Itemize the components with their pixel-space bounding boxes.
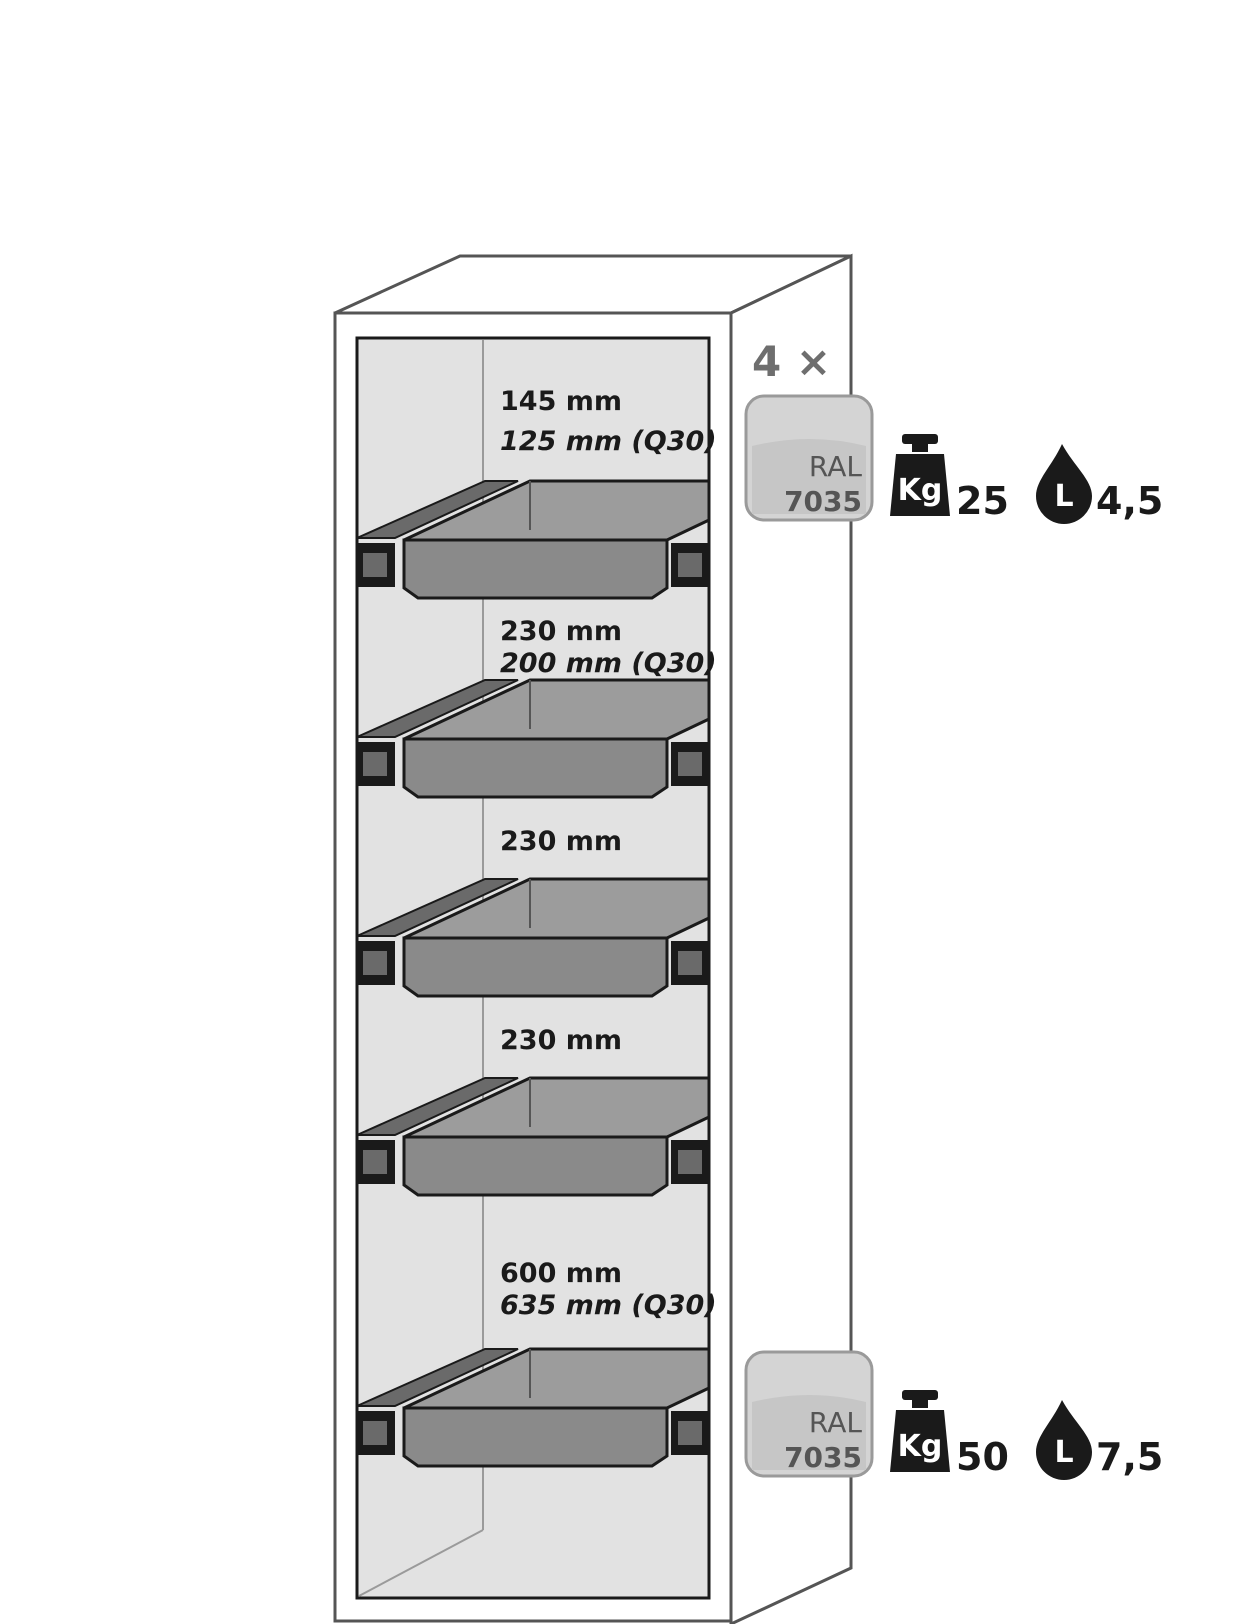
runner-right-inner [676, 551, 704, 579]
drawer-tray[interactable] [356, 1347, 711, 1468]
tray-front [402, 936, 669, 998]
tray-front [402, 538, 669, 600]
compartment-height-q30: 200 mm (Q30) [500, 648, 717, 679]
runner-right-inner [676, 750, 704, 778]
runner-right-inner [676, 1419, 704, 1447]
compartment-height: 600 mm [500, 1258, 622, 1289]
drawer-tray[interactable] [356, 877, 711, 998]
runner-left-inner [361, 1148, 389, 1176]
tray-front [402, 737, 669, 799]
drawer-tray[interactable] [356, 1076, 711, 1197]
tray-rail [356, 878, 519, 937]
ral-label: RAL [809, 1406, 862, 1439]
tray-front [402, 1135, 669, 1197]
ral-swatch-sheen [752, 439, 866, 514]
tray-spec-lower: RAL 7035 Kg 50 L 7,5 [744, 1350, 1163, 1480]
volume-value: 7,5 [1096, 1435, 1163, 1479]
ral-code: 7035 [784, 485, 862, 518]
weight-value: 25 [956, 479, 1009, 523]
compartment-height: 230 mm [500, 616, 622, 647]
runner-right-inner [676, 949, 704, 977]
droplet-l-icon: L [1036, 444, 1092, 524]
compartment-height: 230 mm [500, 1025, 622, 1056]
volume-value: 4,5 [1096, 479, 1163, 523]
ral-swatch-sheen [752, 1395, 866, 1470]
tray-front [402, 1406, 669, 1468]
runner-right-inner [676, 1148, 704, 1176]
weight-kg-icon: Kg [890, 1390, 950, 1472]
tray-rail [356, 480, 519, 539]
weight-value: 50 [956, 1435, 1009, 1479]
tray-spec-upper: RAL 7035 Kg 25 L 4,5 [744, 394, 1163, 524]
tray-rail [356, 1348, 519, 1407]
tray-rail [356, 1077, 519, 1136]
runner-left-inner [361, 1419, 389, 1447]
compartment-height: 230 mm [500, 826, 622, 857]
weight-icon-label: Kg [898, 473, 943, 508]
runner-left-inner [361, 750, 389, 778]
drawer-tray[interactable] [356, 479, 711, 600]
volume-icon-label: L [1054, 479, 1073, 514]
ral-label: RAL [809, 450, 862, 483]
tray-count: 4 × [752, 337, 831, 386]
tray-rail [356, 679, 519, 738]
interior-floor-edge [358, 1529, 484, 1597]
volume-icon-label: L [1054, 1435, 1073, 1470]
drawer-tray[interactable] [356, 678, 711, 799]
weight-icon-label: Kg [898, 1429, 943, 1464]
ral-code: 7035 [784, 1441, 862, 1474]
compartment-height-q30: 125 mm (Q30) [500, 426, 717, 457]
runner-left-inner [361, 949, 389, 977]
compartment-height-q30: 635 mm (Q30) [500, 1290, 717, 1321]
droplet-l-icon: L [1036, 1400, 1092, 1480]
compartment-height: 145 mm [500, 386, 622, 417]
runner-left-inner [361, 551, 389, 579]
weight-kg-icon: Kg [890, 434, 950, 516]
